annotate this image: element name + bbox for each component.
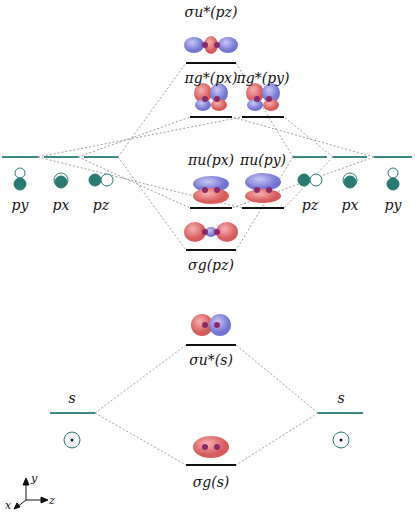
orbital-label: s xyxy=(337,391,344,405)
atomic-levels xyxy=(2,157,412,413)
axis-label: y xyxy=(31,473,37,484)
orbital-label: σg(s) xyxy=(193,475,230,489)
orbital-label: py xyxy=(12,198,29,212)
orbital-label: px xyxy=(53,198,70,212)
orbital-label: πu(px) xyxy=(188,153,234,167)
molecular-levels xyxy=(186,63,284,465)
orbital-label: πg*(py) xyxy=(237,71,290,85)
orbital-label: πg*(px) xyxy=(185,71,238,85)
orbital-label: pz xyxy=(93,198,109,212)
axis-label: x xyxy=(5,500,11,511)
orbital-label: s xyxy=(68,391,75,405)
orbital-pictures xyxy=(184,36,281,458)
orbital-label: σu*(pz) xyxy=(185,5,238,19)
orbital-label: py xyxy=(385,198,402,212)
orbital-label: σg(pz) xyxy=(188,258,234,272)
orbital-label: px xyxy=(342,198,359,212)
correlation-lines xyxy=(38,63,374,465)
atomic-icons xyxy=(14,168,399,448)
axis-label: z xyxy=(49,495,55,506)
orbital-label: σu*(s) xyxy=(189,353,233,367)
orbital-label: πu(py) xyxy=(240,153,286,167)
orbital-label: pz xyxy=(302,198,318,212)
